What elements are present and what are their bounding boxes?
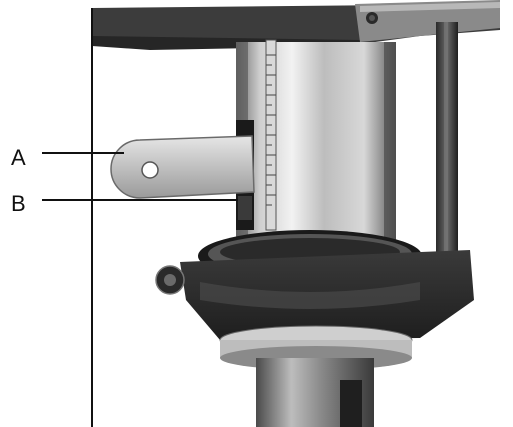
base-collar (155, 230, 474, 340)
quill-cylinder (236, 39, 396, 260)
lock-handle (110, 135, 255, 199)
depth-stop-rod (436, 22, 458, 262)
spindle (256, 358, 374, 427)
callout-label-a: A (11, 145, 26, 170)
callout-label-b: B (11, 191, 26, 216)
head-casting (92, 0, 500, 50)
